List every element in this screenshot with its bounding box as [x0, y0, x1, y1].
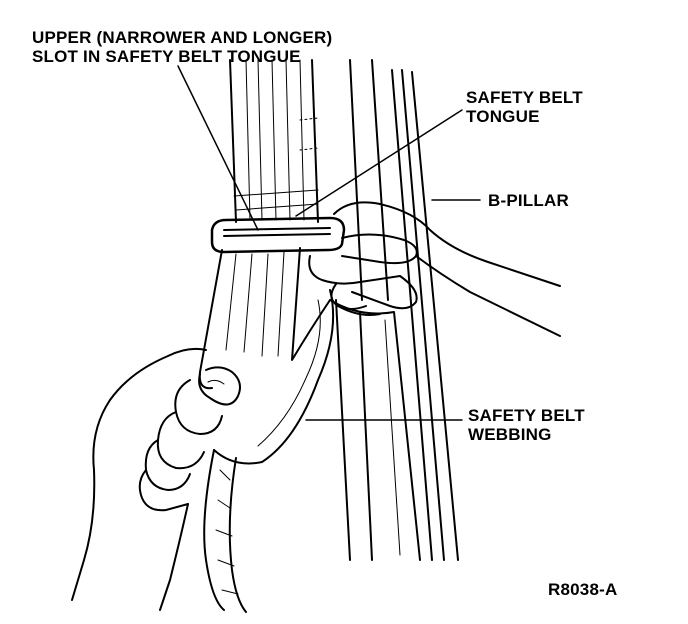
label-upper-slot-line2: SLOT IN SAFETY BELT TONGUE	[32, 47, 301, 66]
label-b-pillar-text: B-PILLAR	[488, 191, 569, 210]
lower-webbing	[198, 247, 335, 613]
left-hand	[71, 347, 241, 611]
belt-tongue	[210, 216, 346, 254]
leader-tongue	[295, 109, 463, 217]
label-webbing-line1: SAFETY BELT	[468, 406, 585, 425]
leader-upper-slot	[177, 65, 259, 231]
right-hand	[308, 201, 561, 337]
label-upper-slot: UPPER (NARROWER AND LONGER) SLOT IN SAFE…	[32, 28, 332, 66]
label-tongue-line1: SAFETY BELT	[466, 88, 583, 107]
label-tongue-line2: TONGUE	[466, 107, 540, 126]
label-tongue: SAFETY BELT TONGUE	[466, 88, 583, 126]
label-upper-slot-line1: UPPER (NARROWER AND LONGER)	[32, 28, 333, 47]
figure-id-text: R8038-A	[548, 580, 618, 599]
upper-webbing	[229, 59, 319, 223]
label-webbing-line2: WEBBING	[468, 425, 552, 444]
label-b-pillar: B-PILLAR	[488, 191, 569, 210]
label-webbing: SAFETY BELT WEBBING	[468, 406, 585, 444]
leader-lines	[177, 65, 481, 421]
figure-id: R8038-A	[548, 580, 617, 599]
b-pillar	[329, 59, 459, 561]
